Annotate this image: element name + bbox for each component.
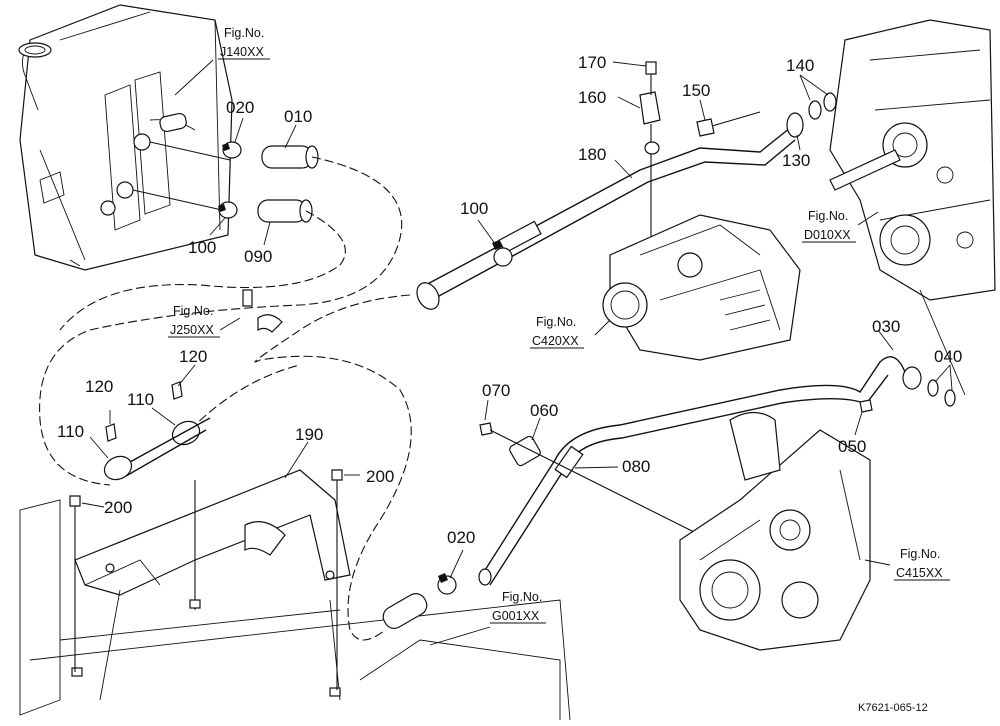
fig-ref-g001-code: G001XX bbox=[492, 609, 540, 623]
figure-references: Fig.No. J140XX Fig.No. J250XX Fig.No. C4… bbox=[168, 26, 950, 624]
clamp-100 bbox=[492, 240, 513, 267]
leader-lines bbox=[81, 59, 966, 646]
bracket-190 bbox=[74, 469, 351, 610]
clamp-020-lower bbox=[437, 568, 492, 595]
callout-120: 120 bbox=[85, 377, 113, 396]
dashed-hose-routes bbox=[39, 156, 412, 641]
transmission-d010 bbox=[829, 19, 996, 301]
callout-150: 150 bbox=[682, 81, 710, 100]
frame-lower bbox=[19, 499, 571, 721]
callout-140: 140 bbox=[786, 56, 814, 75]
callout-110: 110 bbox=[57, 422, 84, 441]
oring-140 bbox=[786, 92, 837, 138]
fig-ref-j250-label: Fig.No. bbox=[173, 304, 213, 318]
callout-200: 200 bbox=[366, 467, 394, 486]
bolts-120 bbox=[105, 289, 283, 442]
callout-110: 110 bbox=[127, 390, 154, 409]
callout-100: 100 bbox=[460, 199, 488, 218]
callout-labels: 010 020 090 100 100 110 110 120 120 190 … bbox=[57, 53, 962, 547]
callout-190: 190 bbox=[295, 425, 323, 444]
clip-160-170 bbox=[639, 61, 661, 258]
fig-ref-c420-code: C420XX bbox=[532, 334, 579, 348]
callout-100: 100 bbox=[188, 238, 216, 257]
hose-lower bbox=[382, 593, 428, 629]
callout-170: 170 bbox=[578, 53, 606, 72]
callout-160: 160 bbox=[578, 88, 606, 107]
fitting-110 bbox=[103, 417, 211, 481]
fig-ref-j140-label: Fig.No. bbox=[224, 26, 264, 40]
fig-ref-c420-label: Fig.No. bbox=[536, 315, 576, 329]
callout-030: 030 bbox=[872, 317, 900, 336]
orings-040 bbox=[927, 379, 956, 407]
hose-010 bbox=[261, 145, 319, 169]
callout-090: 090 bbox=[244, 247, 272, 266]
callout-020: 020 bbox=[447, 528, 475, 547]
bolt-150 bbox=[696, 111, 761, 137]
fig-ref-d010-code: D010XX bbox=[804, 228, 851, 242]
callout-020: 020 bbox=[226, 98, 254, 117]
callout-040: 040 bbox=[934, 347, 962, 366]
callout-070: 070 bbox=[482, 381, 510, 400]
housing-c420 bbox=[602, 214, 801, 361]
fig-ref-c415-code: C415XX bbox=[896, 566, 943, 580]
pipe-180 bbox=[416, 127, 796, 310]
callout-010: 010 bbox=[284, 107, 312, 126]
bolts-200 bbox=[69, 469, 343, 690]
housing-c415 bbox=[679, 411, 871, 651]
callout-120: 120 bbox=[179, 347, 207, 366]
fig-ref-j250-code: J250XX bbox=[170, 323, 214, 337]
bolt-050 bbox=[859, 399, 873, 413]
callout-050: 050 bbox=[838, 437, 866, 456]
hose-clamps-upper bbox=[218, 141, 242, 219]
pipe-030-080 bbox=[479, 356, 922, 586]
fig-ref-c415-label: Fig.No. bbox=[900, 547, 940, 561]
drawing-code: K7621-065-12 bbox=[858, 702, 928, 714]
callout-060: 060 bbox=[530, 401, 558, 420]
tank-housing bbox=[18, 4, 233, 271]
callout-080: 080 bbox=[622, 457, 650, 476]
callout-130: 130 bbox=[782, 151, 810, 170]
callout-180: 180 bbox=[578, 145, 606, 164]
parts-060-070 bbox=[479, 422, 701, 536]
fig-ref-d010-label: Fig.No. bbox=[808, 209, 848, 223]
callout-200: 200 bbox=[104, 498, 132, 517]
hose-090 bbox=[257, 199, 313, 223]
fig-ref-j140-code: J140XX bbox=[220, 45, 264, 59]
fig-ref-g001-label: Fig.No. bbox=[502, 590, 542, 604]
